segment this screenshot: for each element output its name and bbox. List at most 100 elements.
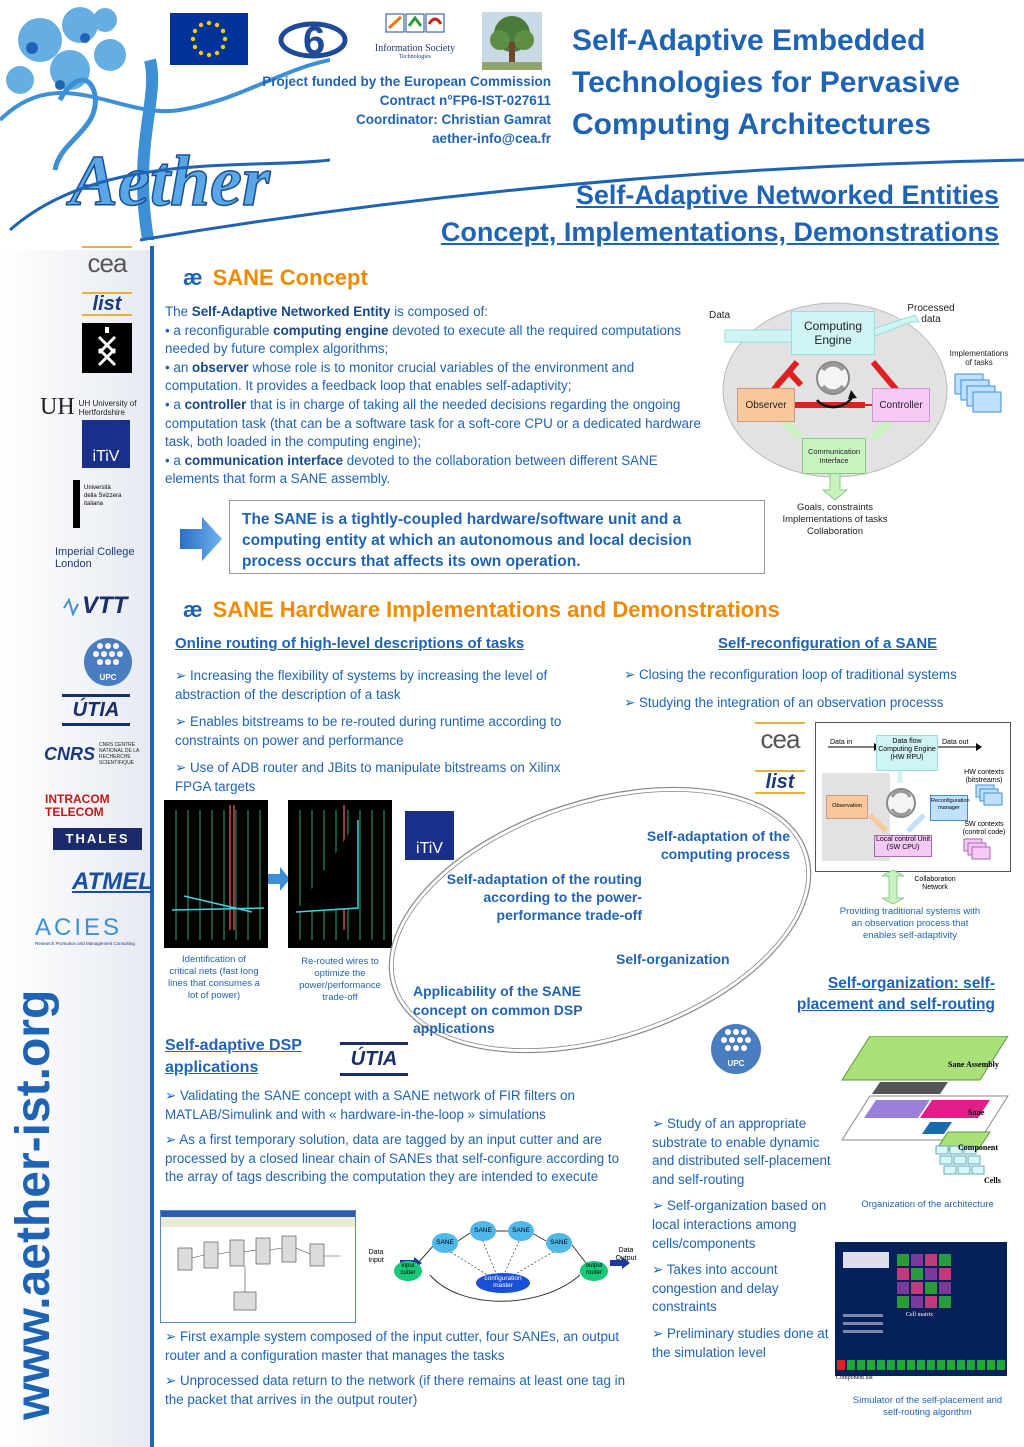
header-email[interactable]: aether-info@cea.fr <box>432 131 551 146</box>
diag-controller-text: Controller <box>879 399 923 411</box>
concept-b1-c: devoted to execute all the required comp… <box>165 322 682 357</box>
ist-logo-subtext: Technologies <box>399 54 431 60</box>
diag-computing-engine: Computing Engine <box>791 311 875 355</box>
selforg-bullets: Study of an appropriate substrate to ena… <box>652 1115 834 1362</box>
partner-logo-acies: ACIES Research Promotion and Management … <box>35 914 143 947</box>
routing-bullet-2: Enables bitstreams to be re-routed durin… <box>175 713 570 750</box>
layer-label-component: Component <box>958 1143 999 1152</box>
reconf-title: Self-reconfiguration of a SANE <box>718 635 938 652</box>
diag-goals-line3: Collaboration <box>807 526 863 537</box>
svg-text:6: 6 <box>303 19 325 63</box>
diag-goals-line1: Goals, constraints <box>796 502 874 513</box>
partner-acies-text: ACIES <box>35 914 123 941</box>
architecture-layers-diagram: Sane Assembly Sane Component Cells <box>840 1036 1010 1188</box>
partner-vtt-text: VTT <box>82 592 128 619</box>
net-input-cutter: input cutter <box>394 1261 422 1281</box>
arch-caption: Organization of the architecture <box>861 1199 994 1210</box>
site-url-vertical[interactable]: www.aether-ist.org <box>7 989 60 1420</box>
selforg-upc-logo: UPC <box>711 1024 761 1074</box>
selforg-title: Self-organization: self- placement and s… <box>745 973 995 1015</box>
rd-local-control: Local control Unit (SW CPU) <box>874 835 932 857</box>
fpga-routing-before-image <box>164 800 268 948</box>
architecture-layers-graphics <box>841 1036 1009 1175</box>
simulink-screenshot <box>160 1210 356 1323</box>
layer-label-assembly: Sane Assembly <box>948 1060 999 1069</box>
concept-heading-text: SANE Concept <box>212 265 368 290</box>
sim-component-list-label: Component list <box>836 1375 873 1381</box>
partner-usi-text: Università della Svizzera italiana <box>84 485 122 507</box>
reconf-list-logo: list <box>755 770 805 794</box>
header-contract: Contract n°FP6-IST-027611 <box>379 93 551 108</box>
hw-heading-text: SANE Hardware Implementations and Demons… <box>212 597 780 622</box>
ellipse-label-selforg: Self-organization <box>616 951 730 967</box>
diag-goals-line2: Implementations of tasks <box>782 514 888 525</box>
ist-logo: Information Society Technologies <box>366 12 464 64</box>
reconf-bullet-1: Closing the reconfiguration loop of trad… <box>624 666 1019 685</box>
reconf-cea-logo: cea <box>755 722 805 754</box>
partner-cea-text: cea <box>87 248 128 278</box>
ellipse-label-dsp: Applicability of the SANE concept on com… <box>413 983 583 1036</box>
partner-cnrs-text: CNRS CENTRE NATIONAL DE LA RECHERCHE SCI… <box>99 742 140 766</box>
diag-processed-label: Processed data <box>907 303 955 325</box>
fp6-logo: 6 <box>278 19 348 63</box>
routing-itiv-logo: iTiV <box>405 811 454 860</box>
sim-cell-matrix-label: Cell matrix <box>906 1312 934 1318</box>
dsp-bullet-2: As a first temporary solution, data are … <box>165 1131 630 1187</box>
page-title: Self-Adaptive Embedded Technologies for … <box>572 20 960 146</box>
routing-caption-2: Re-routed wires to optimize the power/pe… <box>299 956 381 1003</box>
rd-data-out: Data out <box>942 739 969 746</box>
concept-b4-c: devoted to the collaboration between dif… <box>165 452 658 487</box>
reconf-cea-text: cea <box>760 724 801 754</box>
net-sane-4: SANE <box>546 1233 572 1253</box>
net-sane-2: SANE <box>470 1221 496 1241</box>
partner-itiv-text: iTiV <box>92 448 120 465</box>
diag-comm-text: Communication Interface <box>807 447 861 465</box>
ellipse-label-computing: Self-adaptation of the computing process <box>646 828 790 862</box>
selforg-title-line2: placement and self-routing <box>796 996 995 1013</box>
central-ellipse <box>388 786 812 1054</box>
dsp-bullet-3: First example system composed of the inp… <box>165 1328 630 1365</box>
reconf-caption: Providing traditional systems with an ob… <box>839 906 981 941</box>
diag-controller: Controller <box>872 388 930 422</box>
routing-bullet-3: Use of ADB router and JBits to manipulat… <box>175 759 570 796</box>
concept-b3-b: controller <box>184 396 247 412</box>
dsp-bullets-bottom: First example system composed of the inp… <box>165 1328 630 1409</box>
aether-tree-logo: Aether <box>0 7 330 240</box>
reconf-bullets: Closing the reconfiguration loop of trad… <box>624 666 1019 712</box>
concept-intro-a: The <box>165 304 192 319</box>
header-funded: Project funded by the European Commissio… <box>262 74 551 89</box>
net-data-input: Data Input <box>368 1249 384 1264</box>
dsp-title: Self-adaptive DSP applications <box>165 1035 302 1079</box>
partner-logo-usi: Università della Svizzera italiana <box>73 480 144 528</box>
routing-bullets: Increasing the flexibility of systems by… <box>175 667 570 797</box>
partner-imperial-text: Imperial College London <box>55 546 135 570</box>
selforg-bullet-2: Self-organization based on local interac… <box>652 1197 834 1253</box>
concept-b3-c: that is in charge of taking all the need… <box>165 396 701 450</box>
sim-caption: Simulator of the self-placement and self… <box>852 1395 1003 1418</box>
concept-intro-b: Self-Adaptive Networked Entity <box>191 304 391 319</box>
ellipse-label-routing: Self-adaptation of the routing according… <box>446 871 642 923</box>
dsp-bullet-4: Unprocessed data return to the network (… <box>165 1372 630 1409</box>
partner-logo-uh: UH UH University of Hertfordshire <box>40 394 140 421</box>
net-config-master: configuration master <box>476 1273 530 1293</box>
sidebar-line <box>150 246 154 1447</box>
rd-sw-contexts: SW contexts (control code) <box>962 821 1006 836</box>
rd-reconf-manager: Reconfiguration manager <box>930 795 970 821</box>
concept-intro-c: is composed of: <box>390 304 488 319</box>
concept-b4-b: communication interface <box>184 452 344 468</box>
partner-logo-utia: ÚTIA <box>62 694 130 726</box>
partner-logo-cea: cea <box>82 246 132 278</box>
sane-network-diagram: SANE SANE SANE SANE Data Input Data Outp… <box>360 1215 640 1320</box>
sane-concept-diagram: Data Processed data Computing Engine Imp… <box>705 300 1015 540</box>
diag-goals-label: Goals, constraints Implementations of ta… <box>765 502 905 538</box>
net-sane-3: SANE <box>508 1221 534 1241</box>
tree-photo-logo <box>482 12 542 70</box>
hw-heading-marker: æ <box>183 597 203 622</box>
routing-itiv-text: iTiV <box>416 840 443 857</box>
concept-b3-a: • a <box>165 396 185 412</box>
partner-upc-text: UPC <box>99 673 117 682</box>
header-coordinator: Coordinator: Christian Gamrat <box>355 112 551 127</box>
selforg-bullet-1: Study of an appropriate substrate to ena… <box>652 1115 834 1189</box>
layer-label-cells: Cells <box>984 1176 1001 1185</box>
ist-logo-text: Information Society <box>374 43 456 54</box>
